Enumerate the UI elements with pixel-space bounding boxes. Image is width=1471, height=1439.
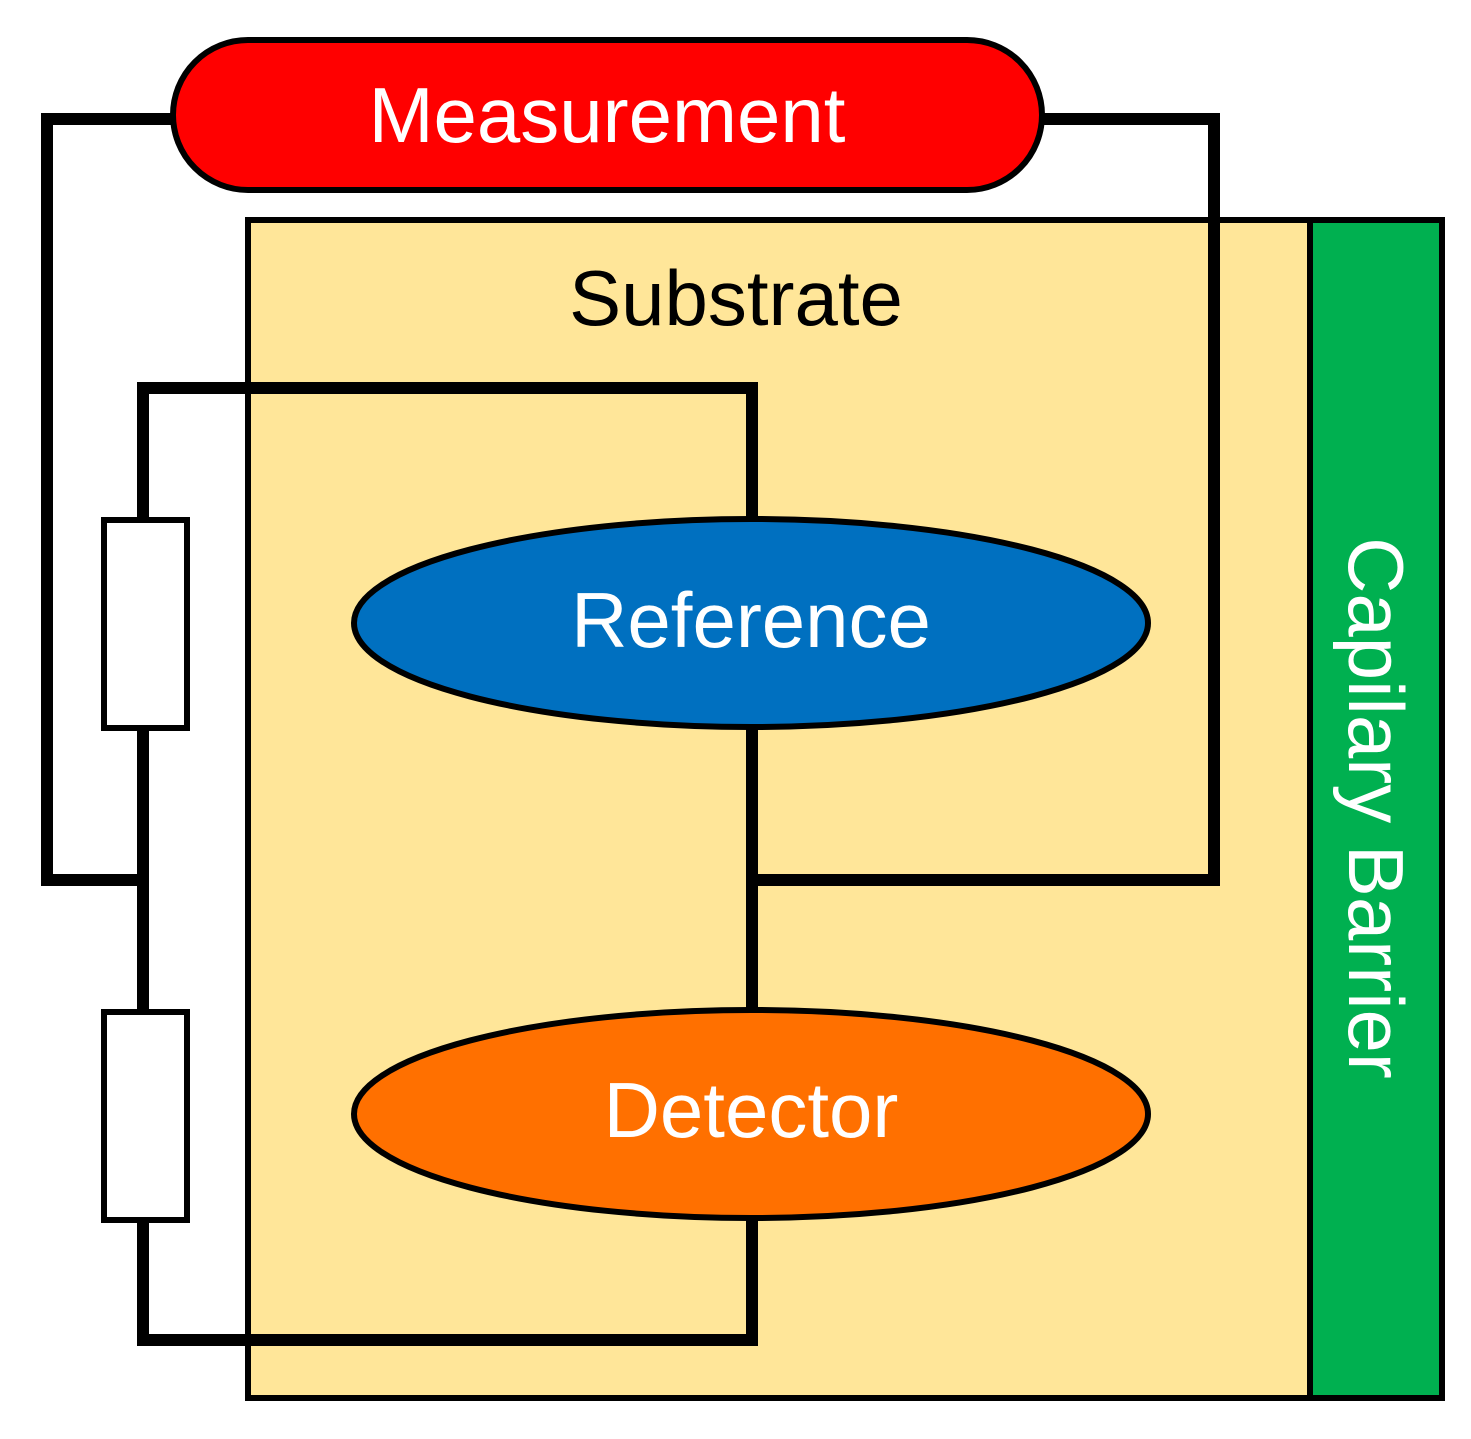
detector-node — [351, 1007, 1151, 1221]
capillary-barrier-label: Capilary Barrier — [1332, 537, 1420, 1079]
reference-label: Reference — [571, 576, 931, 664]
measurement-label: Measurement — [369, 71, 846, 159]
capillary-barrier-block — [1307, 217, 1445, 1401]
measurement-right-wire — [746, 113, 1220, 886]
resistor-bottom — [101, 1009, 190, 1223]
substrate-label: Substrate — [569, 254, 903, 342]
resistor-top — [101, 517, 190, 731]
measurement-node — [170, 37, 1045, 193]
detector-label: Detector — [604, 1066, 899, 1154]
measurement-left-wire — [41, 113, 178, 886]
detector-bottom-wire — [137, 1212, 758, 1346]
reference-top-wire — [137, 382, 758, 526]
wires — [41, 113, 1220, 1346]
reference-node — [351, 516, 1151, 730]
substrate-block — [245, 217, 1313, 1401]
